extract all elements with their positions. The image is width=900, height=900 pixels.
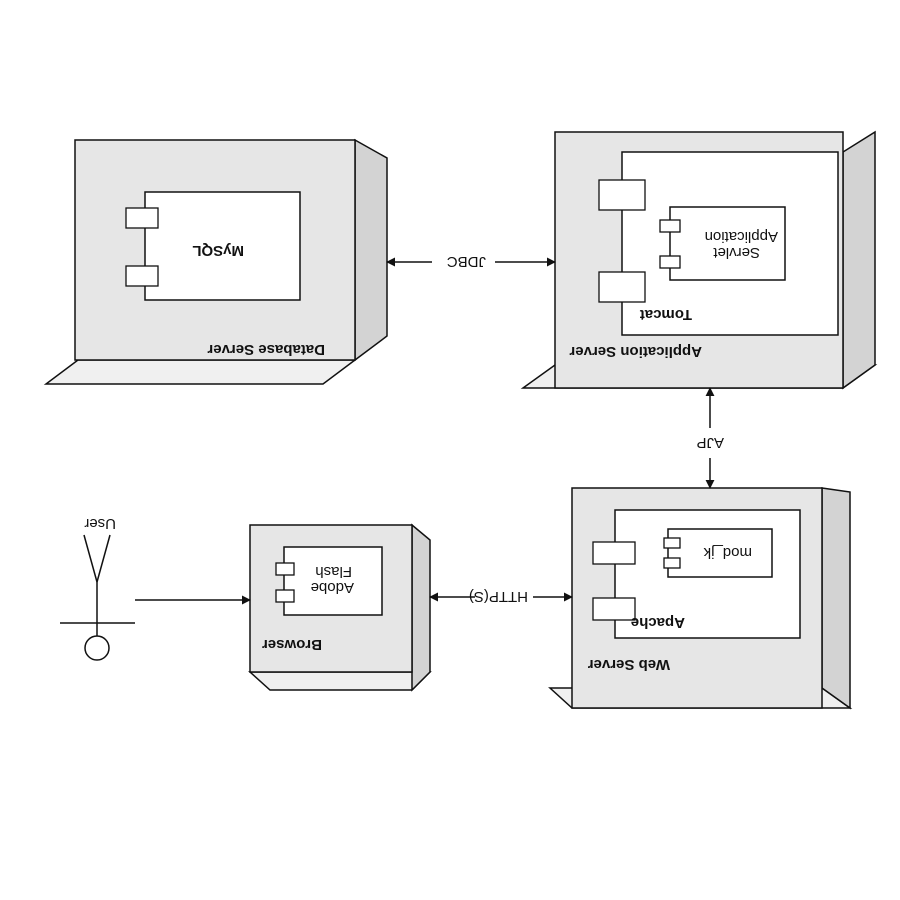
apache-label: Apache [631,614,685,631]
mod-jk-box [667,528,773,578]
database-server-label: Database Server [207,341,325,358]
database-server-node-side [354,138,388,362]
mysql-port-top [125,265,159,287]
https-label: HTTP(S) [469,588,528,605]
user-actor-head [84,635,110,661]
browser-node-top [248,671,432,691]
servlet-port-top [659,255,681,269]
application-server-label: Application Server [569,343,702,360]
tomcat-label: Tomcat [640,306,692,323]
mod-jk-label: mod_jk [703,544,752,561]
adobe-label: Adobe [311,579,354,596]
flash-label: Flash [315,563,352,580]
connector-https: HTTP(S) [429,588,573,605]
web-server-node-side [821,487,851,710]
apache-port-bottom [592,541,636,565]
connector-ajp: AJP [696,387,724,489]
servlet-port-bottom [659,219,681,233]
flash-port-top [275,589,295,603]
apache-port-top [592,597,636,621]
adobe-flash-box [283,546,383,616]
database-server-node: MySQL Database Server [43,138,388,385]
web-server-label: Web Server [588,656,670,673]
application-label: Application [705,228,778,245]
user-label: User [84,515,116,532]
user-actor-leg-right [83,534,98,583]
web-server-node: mod_jk Apache Web Server [548,487,853,710]
mysql-label: MySQL [192,242,244,259]
servlet-label: Servlet [712,244,760,261]
database-server-node-top [43,359,358,385]
tomcat-port-top [598,271,646,303]
tomcat-port-bottom [598,179,646,211]
application-server-node: Servlet Application Tomcat Application S… [520,130,878,390]
user-actor: User [60,515,135,661]
mysql-port-bottom [125,207,159,229]
servlet-application-box [669,206,786,281]
flash-port-bottom [275,562,295,576]
rotated-diagram-group: MySQL Database Server Servlet Applicatio… [43,130,878,710]
mod-jk-port-top [663,557,681,569]
application-server-node-side [842,130,876,390]
browser-label: Browser [262,636,322,653]
mod-jk-port-bottom [663,537,681,549]
ajp-label: AJP [696,434,724,451]
jdbc-label: JDBC [447,253,486,270]
connector-jdbc: JDBC [386,253,556,270]
mysql-component-box [144,191,301,301]
browser-node: Adobe Flash Browser [248,523,432,692]
user-actor-leg-left [96,534,111,583]
browser-node-side [411,523,431,692]
